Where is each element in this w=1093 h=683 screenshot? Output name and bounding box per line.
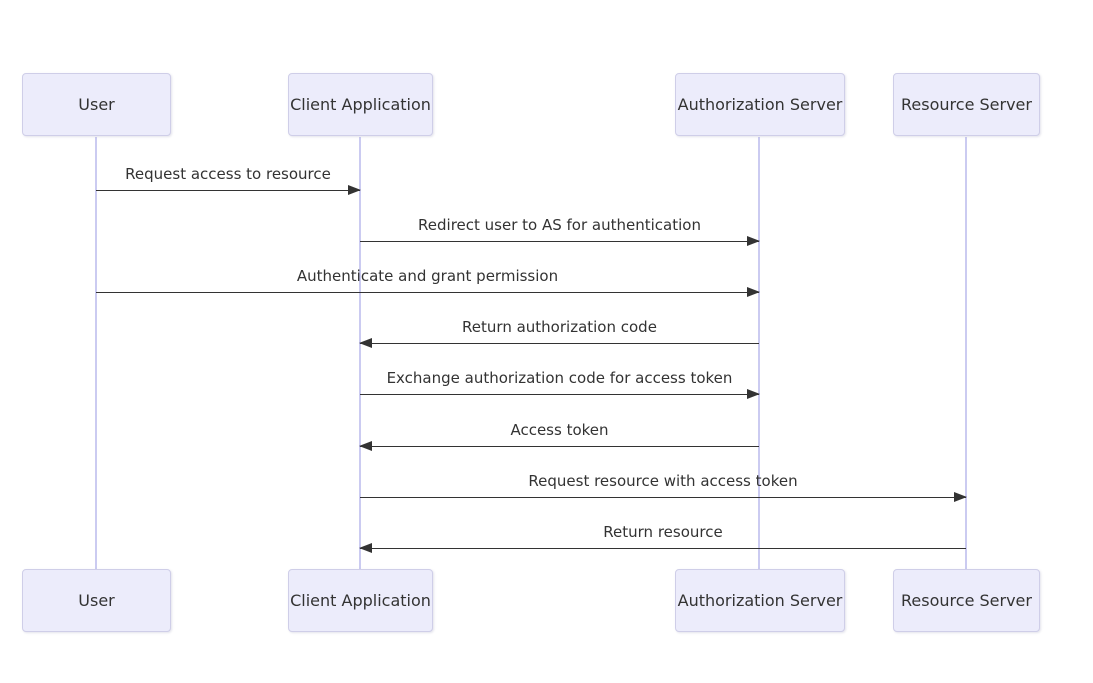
message-label: Return resource [603, 523, 723, 541]
actor-label: User [78, 591, 115, 610]
arrowhead-right-icon [348, 185, 361, 196]
actor-bottom-resource-server: Resource Server [893, 569, 1040, 632]
message-label: Redirect user to AS for authentication [418, 216, 701, 234]
arrowhead-left-icon [359, 543, 372, 554]
sequence-message-7: Request resource with access token [360, 472, 967, 503]
message-arrow [359, 543, 966, 554]
actor-top-authorization-server: Authorization Server [675, 73, 845, 136]
message-label: Request access to resource [125, 165, 331, 183]
arrowhead-left-icon [359, 338, 372, 349]
actor-label: Authorization Server [677, 95, 843, 114]
message-arrow [96, 287, 760, 298]
arrowhead-right-icon [954, 492, 967, 503]
message-arrow [360, 492, 967, 503]
actor-label: Client Application [290, 95, 431, 114]
lifeline-user [95, 137, 97, 569]
actor-label: Authorization Server [677, 591, 843, 610]
actor-label: User [78, 95, 115, 114]
actor-top-client-application: Client Application [288, 73, 433, 136]
actor-top-user: User [22, 73, 171, 136]
sequence-message-2: Redirect user to AS for authentication [360, 216, 760, 247]
sequence-message-1: Request access to resource [96, 165, 361, 196]
sequence-message-3: Authenticate and grant permission [96, 267, 760, 298]
message-label: Authenticate and grant permission [296, 267, 559, 285]
message-arrow [359, 338, 759, 349]
arrowhead-right-icon [747, 287, 760, 298]
actor-bottom-client-application: Client Application [288, 569, 433, 632]
message-arrow [359, 441, 759, 452]
message-arrow [360, 389, 760, 400]
arrowhead-right-icon [747, 389, 760, 400]
lifeline-client-application [359, 137, 361, 569]
lifeline-authorization-server [758, 137, 760, 569]
sequence-message-6: Access token [359, 421, 759, 452]
arrowhead-right-icon [747, 236, 760, 247]
actor-bottom-user: User [22, 569, 171, 632]
message-label: Access token [510, 421, 609, 439]
message-label: Return authorization code [462, 318, 657, 336]
sequence-message-5: Exchange authorization code for access t… [360, 369, 760, 400]
actor-label: Resource Server [901, 591, 1032, 610]
sequence-message-4: Return authorization code [359, 318, 759, 349]
arrowhead-left-icon [359, 441, 372, 452]
message-label: Exchange authorization code for access t… [386, 369, 733, 387]
actor-label: Client Application [290, 591, 431, 610]
actor-label: Resource Server [901, 95, 1032, 114]
lifeline-resource-server [965, 137, 967, 569]
actor-bottom-authorization-server: Authorization Server [675, 569, 845, 632]
message-arrow [96, 185, 361, 196]
actor-top-resource-server: Resource Server [893, 73, 1040, 136]
message-arrow [360, 236, 760, 247]
sequence-message-8: Return resource [359, 523, 966, 554]
message-label: Request resource with access token [528, 472, 798, 490]
